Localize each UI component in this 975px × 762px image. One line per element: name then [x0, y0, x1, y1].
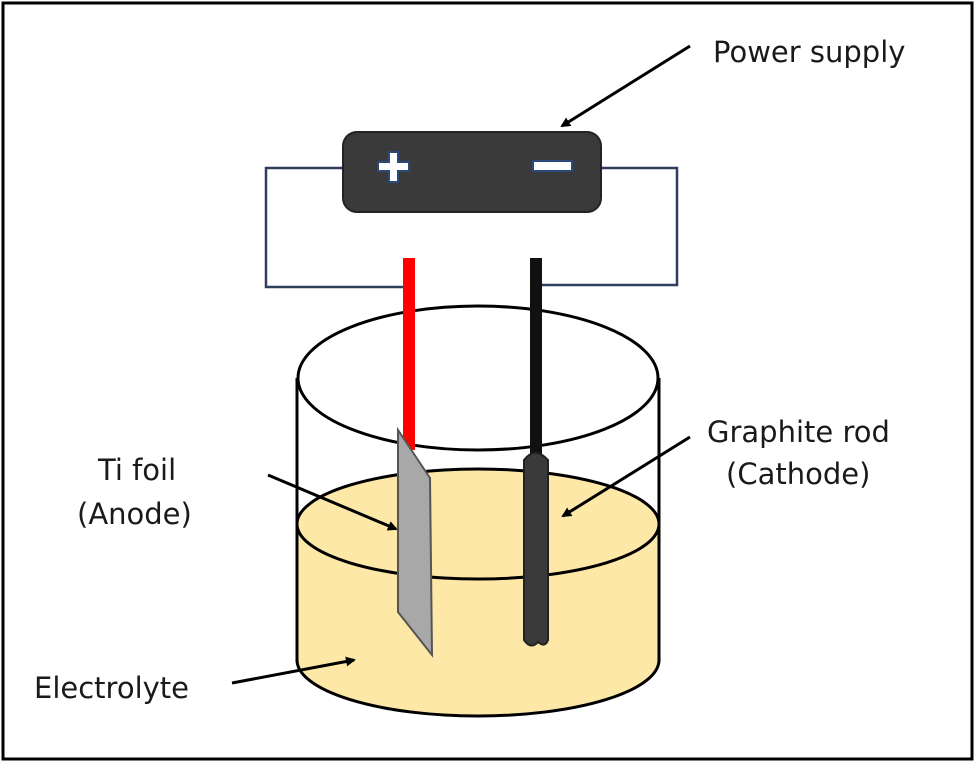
graphite-rod-arrow [561, 435, 691, 518]
graphite-rod-label: Graphite rod [707, 415, 890, 449]
circuit-wire-left [264, 166, 406, 289]
power-supply [342, 131, 602, 213]
ti-foil-label: Ti foil [97, 453, 176, 487]
power-supply-label: Power supply [713, 35, 905, 69]
anode-wire [403, 258, 415, 450]
cathode-wire [530, 258, 542, 458]
ti-foil-anode [397, 426, 434, 658]
beaker-bottom-rim [295, 659, 661, 718]
electrolyte-surface [295, 467, 661, 581]
electrolyte-arrow [231, 656, 356, 685]
cathode-label: (Cathode) [726, 457, 870, 491]
positive-terminal-icon [377, 151, 410, 183]
negative-terminal-icon [532, 160, 573, 172]
circuit-wire-right [538, 166, 679, 287]
ti-foil-arrow [267, 473, 398, 531]
power-supply-arrow [560, 44, 691, 128]
electrolyte-label: Electrolyte [34, 671, 189, 705]
anode-label: (Anode) [77, 497, 192, 531]
graphite-rod-cathode [523, 452, 549, 647]
